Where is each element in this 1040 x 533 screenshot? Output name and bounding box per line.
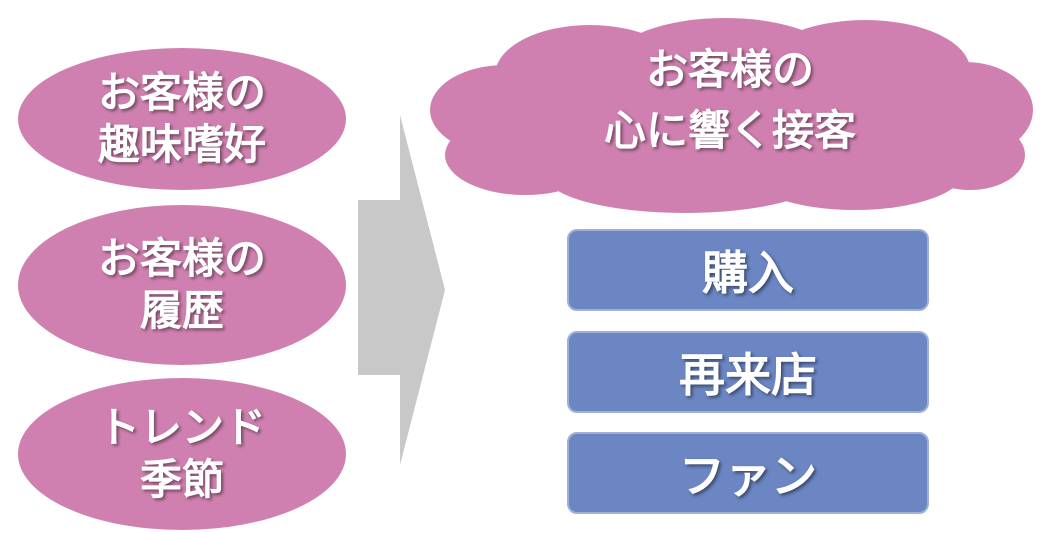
input-label-line2: 季節 [139,455,224,504]
input-label-line1: トレンド [97,402,266,452]
outcome-box-revisit: 再来店 [567,331,929,413]
input-label-line2: 履歴 [139,286,224,335]
outcome-label: ファン [679,449,817,503]
input-label-line1: お客様の [97,233,266,283]
input-label-line2: 趣味嗜好 [97,120,266,169]
input-ellipse-history: お客様の 履歴 [18,205,346,365]
input-ellipse-trend: トレンド 季節 [18,378,346,530]
goal-line1: お客様の [645,45,814,94]
goal-text: お客様の 心に響く接客 [430,40,1030,162]
right-arrow-icon [358,115,445,465]
input-label-line1: お客様の [97,67,266,117]
outcome-label: 再来店 [679,348,817,402]
outcome-label: 購入 [702,246,794,300]
goal-line2: 心に響く接客 [603,105,856,155]
input-ellipse-preferences: お客様の 趣味嗜好 [18,48,346,190]
cloud-shape [430,18,1033,213]
outcome-box-fan: ファン [567,432,929,514]
outcome-box-purchase: 購入 [567,229,929,311]
